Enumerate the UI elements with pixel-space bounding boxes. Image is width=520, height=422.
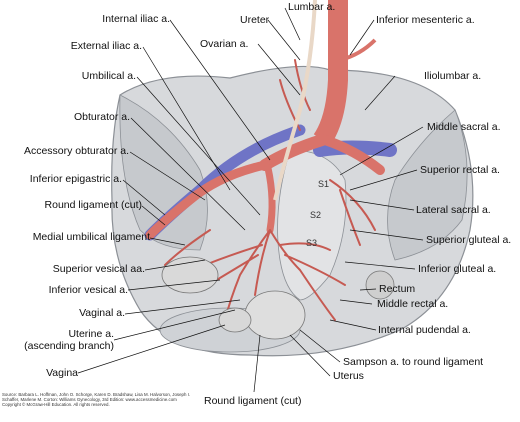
label-internal-iliac-a: Internal iliac a. [102, 13, 170, 25]
label-lumbar-a: Lumbar a. [288, 1, 336, 13]
label-iliolumbar-a: Iliolumbar a. [424, 70, 482, 82]
label-uterine-a-ascending-branch: (ascending branch) [24, 340, 114, 352]
iliac-wing-right [387, 109, 468, 261]
label-inferior-vesical-a: Inferior vesical a. [48, 284, 128, 296]
sacral-marker-s2: S2 [310, 210, 321, 220]
label-superior-vesical-aa: Superior vesical aa. [52, 263, 145, 275]
bladder [161, 256, 219, 294]
label-middle-rectal-a: Middle rectal a. [377, 298, 449, 310]
label-rectum: Rectum [379, 283, 416, 295]
common-iliac-artery-left [259, 134, 328, 171]
label-inferior-epigastric-a: Inferior epigastric a. [29, 173, 122, 185]
rectum [365, 270, 395, 300]
common-iliac-artery-right [320, 135, 385, 175]
credit-line: Schaffer, Marlene M. Corton: Williams Gy… [2, 397, 177, 402]
label-inferior-mesenteric-a: Inferior mesenteric a. [376, 14, 475, 26]
sacral-marker-s1: S1 [318, 179, 329, 189]
label-obturator-a: Obturator a. [73, 111, 130, 123]
label-umbilical-a: Umbilical a. [81, 70, 136, 82]
iliac-wing-left [119, 94, 208, 251]
label-inferior-gluteal-a: Inferior gluteal a. [418, 263, 497, 275]
inferior-mesenteric-artery [339, 38, 377, 62]
label-sampson-a-to-round-ligament: Sampson a. to round ligament [343, 356, 484, 368]
label-medial-umbilical-ligament: Medial umbilical ligament [32, 231, 150, 243]
label-round-ligament-cut-left: Round ligament (cut) [44, 199, 142, 211]
source-credit: Source: Barbara L. Hoffman, John O. Scho… [2, 392, 202, 407]
label-vaginal-a: Vaginal a. [79, 307, 125, 319]
label-superior-rectal-a: Superior rectal a. [420, 164, 500, 176]
uterus [244, 290, 306, 340]
label-round-ligament-cut-bottom: Round ligament (cut) [204, 395, 302, 407]
label-lateral-sacral-a: Lateral sacral a. [416, 204, 491, 216]
sacral-marker-s3: S3 [306, 238, 317, 248]
ureter [273, 0, 317, 201]
label-accessory-obturator-a: Accessory obturator a. [23, 145, 129, 157]
label-uterine-a: Uterine a. [68, 328, 114, 340]
leader-lines [77, 7, 424, 393]
branch-vessels [164, 59, 376, 321]
label-uterus: Uterus [333, 370, 364, 382]
sacrum [277, 149, 347, 301]
internal-iliac-artery [264, 164, 276, 234]
external-iliac-artery [145, 160, 270, 240]
label-ureter: Ureter [240, 14, 270, 26]
credit-line: Source: Barbara L. Hoffman, John O. Scho… [2, 392, 191, 397]
label-ovarian-a: Ovarian a. [200, 38, 249, 50]
label-external-iliac-a: External iliac a. [70, 40, 142, 52]
vagina [218, 307, 252, 333]
label-superior-gluteal-a: Superior gluteal a. [426, 234, 512, 246]
label-internal-pudendal-a: Internal pudendal a. [378, 324, 471, 336]
label-vagina: Vagina [46, 367, 78, 379]
credit-line: Copyright © McGraw-Hill Education. All r… [2, 402, 110, 407]
label-middle-sacral-a: Middle sacral a. [427, 121, 501, 133]
